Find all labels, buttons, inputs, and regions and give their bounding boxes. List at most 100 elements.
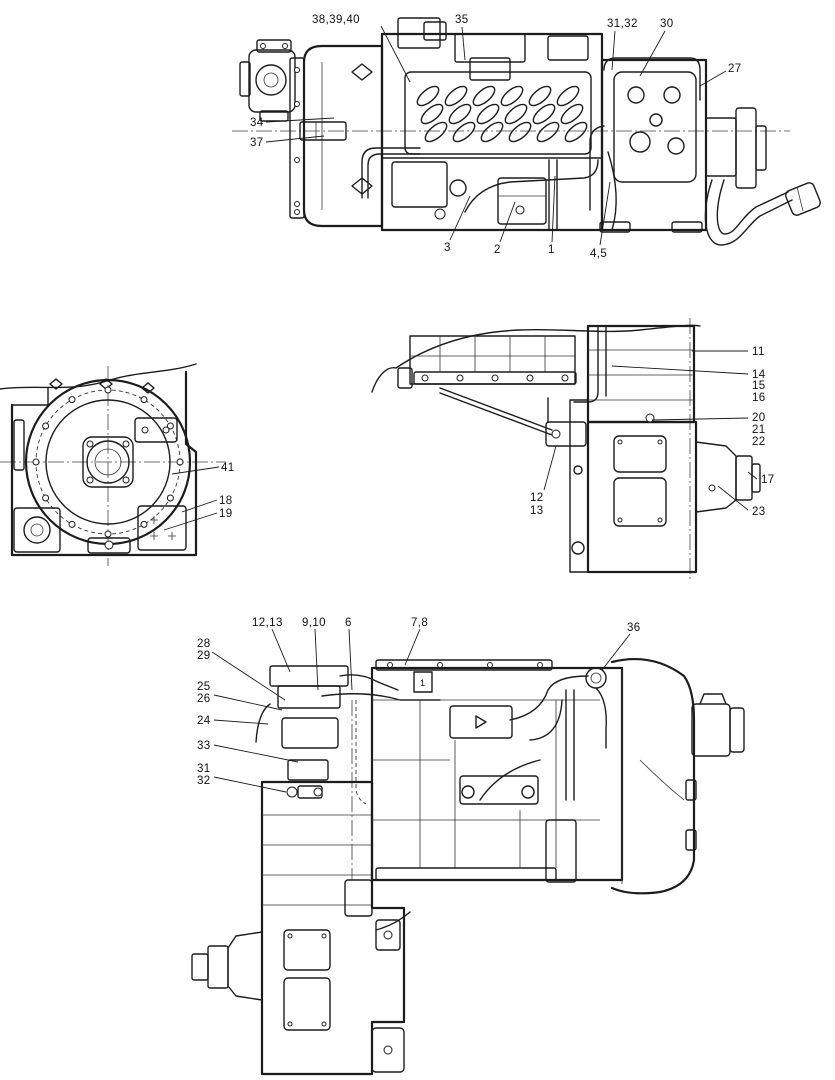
bolt xyxy=(42,494,50,502)
break-line xyxy=(371,324,701,393)
bolt xyxy=(617,439,623,445)
bolt xyxy=(287,933,293,939)
bolt xyxy=(176,458,184,466)
bolt xyxy=(313,787,323,797)
end-view-leaders xyxy=(163,466,220,531)
bolt xyxy=(321,933,327,939)
leader-line xyxy=(171,466,220,475)
bolt xyxy=(383,1045,393,1055)
leader-line xyxy=(211,651,286,701)
callout-38-39-40: 38,39,40 xyxy=(312,14,360,26)
oil-pipe xyxy=(529,699,563,741)
callout-7-8: 7,8 xyxy=(411,617,428,629)
hub xyxy=(82,436,134,488)
flange-plate xyxy=(735,107,757,189)
valve-port xyxy=(629,131,651,153)
side-boss xyxy=(375,919,401,951)
spring-coil xyxy=(532,103,556,125)
valve-cover xyxy=(397,17,441,49)
bolt xyxy=(166,494,174,502)
flange-collar xyxy=(695,441,737,513)
pump-body xyxy=(248,49,296,113)
inspection-cover xyxy=(283,977,331,1031)
plan-view-leaders xyxy=(211,628,631,793)
callout-3: 3 xyxy=(444,242,451,254)
inspection-cover xyxy=(283,929,331,971)
bolt xyxy=(104,540,114,550)
cover-plate xyxy=(137,505,187,551)
bolt xyxy=(68,520,76,528)
spring-coil xyxy=(564,121,588,143)
bolt xyxy=(68,396,76,404)
bolt xyxy=(294,67,300,73)
bolt xyxy=(294,101,300,107)
hub-bolt xyxy=(86,440,94,448)
callout-4-5: 4,5 xyxy=(590,248,607,260)
callout-36: 36 xyxy=(627,622,641,634)
callout-13: 13 xyxy=(530,505,544,517)
callout-32: 32 xyxy=(197,775,211,787)
flange-collar xyxy=(227,931,263,1001)
bolt xyxy=(383,930,393,940)
leader-line xyxy=(380,25,411,83)
bolt xyxy=(456,374,464,382)
breather xyxy=(645,413,655,423)
hub-spline xyxy=(94,448,122,476)
bolt xyxy=(657,517,663,523)
bolt xyxy=(282,43,288,49)
control-valve-assembly xyxy=(361,17,605,232)
leader-line xyxy=(717,485,749,511)
leader-line xyxy=(651,417,749,421)
callout-12-13: 12,13 xyxy=(252,617,283,629)
bottom-boss xyxy=(87,537,131,554)
hydraulic-pump xyxy=(239,39,296,122)
gearbox-upper xyxy=(586,324,696,424)
leader-line xyxy=(163,512,218,531)
hub-bolt xyxy=(122,476,130,484)
top-view-leaders xyxy=(265,25,727,246)
valve-block xyxy=(545,421,587,447)
callout-27: 27 xyxy=(728,63,742,75)
leader-line xyxy=(543,445,557,491)
valve-cap xyxy=(423,21,447,41)
callout-2: 2 xyxy=(494,244,501,256)
side-boss xyxy=(13,419,25,471)
leader-line xyxy=(461,26,466,61)
lower-bracket xyxy=(344,879,373,917)
callout-6: 6 xyxy=(345,617,352,629)
oil-pipe xyxy=(603,57,701,101)
hose-connector xyxy=(785,182,821,216)
oil-pipe xyxy=(255,703,271,743)
side-view-callouts: 11 14 15 16 20 21 22 17 23 12 13 xyxy=(530,346,774,518)
bolt xyxy=(162,426,170,434)
leader-line xyxy=(551,175,556,243)
housing-top-edge xyxy=(11,387,49,406)
valve-springs xyxy=(416,85,588,143)
leader-line xyxy=(213,744,299,763)
callout-31: 31 xyxy=(197,763,211,775)
tie-rod xyxy=(439,392,553,436)
oil-pipe xyxy=(367,153,421,199)
bolt xyxy=(487,662,493,668)
spring-coil xyxy=(560,103,584,125)
leader-line xyxy=(747,471,758,480)
flange-plate xyxy=(207,945,229,989)
bolt xyxy=(515,205,525,215)
bolt xyxy=(437,662,443,668)
mark-diamond xyxy=(49,378,63,390)
hub-bolt xyxy=(86,476,94,484)
callout-31-32: 31,32 xyxy=(607,18,638,30)
charge-pump xyxy=(691,693,745,757)
bolt xyxy=(434,208,446,220)
drain-plug xyxy=(449,179,467,197)
spring-coil xyxy=(508,121,532,143)
plan-view: 1 12,13 9,10 6 7,8 36 28 29 25 2 xyxy=(191,617,745,1076)
valve-port xyxy=(663,86,681,104)
flange-yoke xyxy=(755,125,767,171)
port-bore xyxy=(30,523,44,537)
side-view: 11 14 15 16 20 21 22 17 23 12 13 xyxy=(371,318,774,580)
port-opening xyxy=(23,516,51,544)
top-valve-right xyxy=(547,35,589,61)
spring-coil xyxy=(452,121,476,143)
break-line xyxy=(0,363,197,390)
